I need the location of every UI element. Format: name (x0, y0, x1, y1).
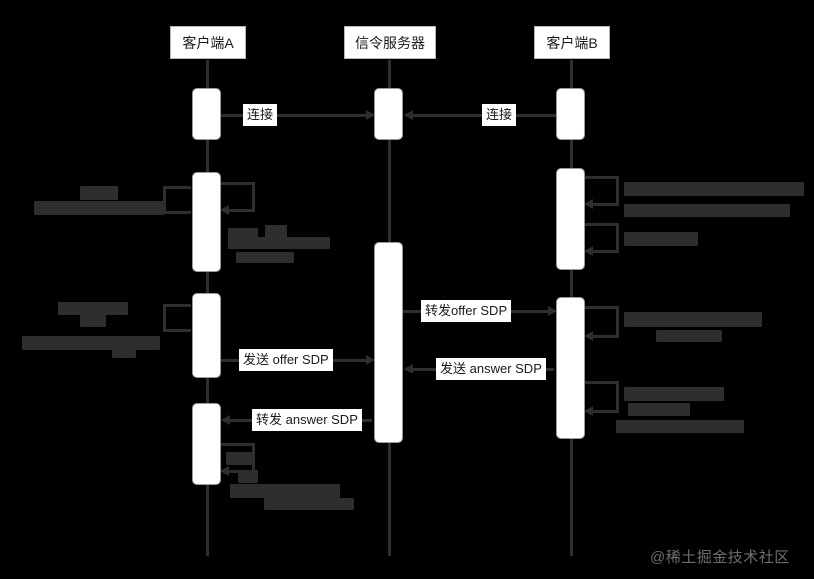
msglabel-connect-a: 连接 (243, 104, 278, 126)
note-left-2-connector-bottom (163, 329, 191, 332)
msgline-connect-a (221, 114, 371, 117)
note-left-1-connector-top (163, 186, 191, 189)
activation-server-2 (374, 242, 403, 443)
activation-clientB-3 (556, 297, 585, 439)
arrowhead-connect-a (366, 110, 375, 120)
arrowhead-send-offer (366, 355, 375, 365)
participant-server-label: 信令服务器 (355, 34, 425, 51)
msglabel-forward-answer: 转发 answer SDP (252, 409, 362, 431)
msglabel-forward-offer: 转发offer SDP (421, 300, 512, 322)
selfloop-clientB-1-bottom (588, 203, 619, 206)
selfloop-clientB-4-bottom (588, 410, 619, 413)
selfloop-clientA-2-label-obscured-3 (230, 484, 340, 498)
selfloop-clientB-4-side (616, 381, 619, 413)
selfloop-clientB-3-label-obscured (624, 312, 762, 327)
selfloop-clientA-1-bottom (224, 209, 255, 212)
note-left-2-connector-top (163, 304, 191, 307)
selfloop-clientB-2-label-obscured (624, 232, 698, 246)
msglabel-connect-b: 连接 (482, 104, 517, 126)
watermark: @稀土掘金技术社区 (650, 549, 790, 566)
arrowhead-selfloop-clientB-1 (584, 199, 593, 209)
note-left-2-line-2 (80, 315, 106, 327)
selfloop-clientB-3-bottom (588, 335, 619, 338)
note-left-1-connector-side (163, 186, 166, 214)
participant-clientB[interactable]: 客户端B (534, 26, 610, 59)
selfloop-clientA-1-side (252, 182, 255, 212)
arrowhead-selfloop-clientB-2 (584, 246, 593, 256)
selfloop-clientB-1-label-obscured-2 (624, 204, 790, 217)
selfloop-clientB-2-side (616, 223, 619, 253)
activation-clientA-1 (192, 88, 221, 140)
selfloop-clientA-2-label-obscured (226, 452, 252, 465)
selfloop-clientB-4-label-obscured-3 (616, 420, 744, 433)
msglabel-send-offer: 发送 offer SDP (239, 349, 333, 371)
selfloop-clientA-1-label-obscured-4 (236, 252, 294, 263)
selfloop-clientB-4-label-obscured-2 (628, 403, 690, 416)
note-left-2-line-4 (112, 348, 136, 358)
selfloop-clientA-2-label-obscured-2 (238, 470, 258, 483)
arrowhead-selfloop-clientB-3 (584, 331, 593, 341)
selfloop-clientA-2-side (252, 443, 255, 473)
selfloop-clientB-1-label-obscured (624, 182, 804, 196)
selfloop-clientB-2-top (585, 223, 619, 226)
activation-clientA-3 (192, 293, 221, 378)
note-left-1-line-2 (34, 201, 164, 215)
arrowhead-connect-b (404, 110, 413, 120)
arrowhead-selfloop-clientA-2 (220, 466, 229, 476)
note-left-2-line-3 (22, 336, 160, 350)
selfloop-clientA-1-label-obscured-2 (265, 225, 287, 240)
selfloop-clientB-3-label-obscured-2 (656, 330, 722, 342)
selfloop-clientB-4-label-obscured (624, 387, 724, 401)
selfloop-clientA-2-top (221, 443, 255, 446)
selfloop-clientA-1-top (221, 182, 255, 185)
activation-clientB-1 (556, 88, 585, 140)
activation-clientB-2 (556, 168, 585, 270)
arrowhead-selfloop-clientB-4 (584, 406, 593, 416)
participant-server[interactable]: 信令服务器 (344, 26, 436, 59)
arrowhead-forward-offer (548, 306, 557, 316)
selfloop-clientB-2-bottom (588, 250, 619, 253)
activation-clientA-4 (192, 403, 221, 485)
arrowhead-send-answer (404, 364, 413, 374)
participant-clientA[interactable]: 客户端A (170, 26, 246, 59)
arrowhead-forward-answer (221, 415, 230, 425)
selfloop-clientB-3-top (585, 306, 619, 309)
note-left-2-line-1 (58, 302, 128, 315)
note-left-1-connector-bottom (163, 211, 191, 214)
activation-clientA-2 (192, 172, 221, 272)
selfloop-clientB-1-side (616, 176, 619, 206)
selfloop-clientB-3-side (616, 306, 619, 338)
note-left-1-line-1 (80, 186, 118, 200)
selfloop-clientB-4-top (585, 381, 619, 384)
participant-clientA-label: 客户端A (182, 34, 234, 51)
participant-clientB-label: 客户端B (546, 34, 598, 51)
note-left-2-connector-side (163, 304, 166, 332)
activation-server-1 (374, 88, 403, 140)
arrowhead-selfloop-clientA-1 (220, 205, 229, 215)
selfloop-clientB-1-top (585, 176, 619, 179)
msgline-connect-b (406, 114, 556, 117)
msglabel-send-answer: 发送 answer SDP (436, 358, 546, 380)
selfloop-clientA-2-label-obscured-4 (264, 498, 354, 510)
selfloop-clientA-1-label-obscured-3 (228, 237, 330, 249)
